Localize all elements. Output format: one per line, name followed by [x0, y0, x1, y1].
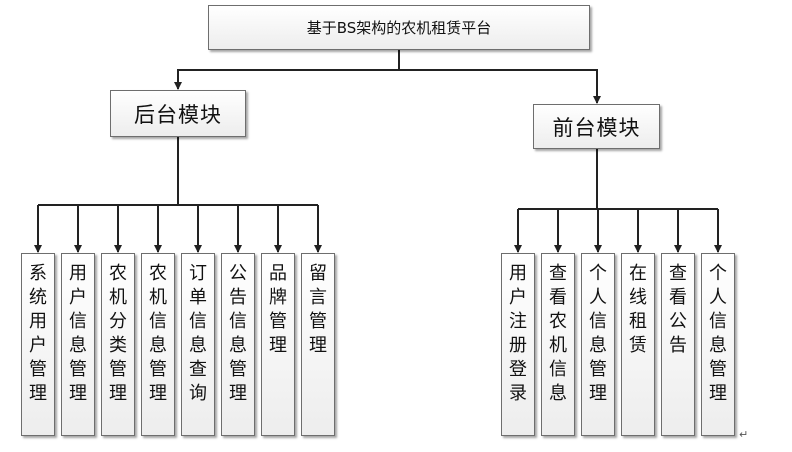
frontend-item-label: 查看农机信息 [549, 263, 567, 404]
frontend-module-title: 前台模块 [552, 115, 641, 140]
frontend-item-6: 个人信息管理 [701, 253, 735, 436]
frontend-item-label: 用户注册登录 [509, 263, 527, 404]
backend-item-label: 系统用户管理 [29, 263, 47, 404]
frontend-item-label: 在线租赁 [629, 263, 647, 356]
backend-item-label: 留言管理 [309, 263, 327, 356]
backend-module-node: 后台模块 [110, 90, 246, 137]
backend-item-4: 农机信息管理 [141, 253, 175, 436]
backend-item-3: 农机分类管理 [101, 253, 135, 436]
backend-item-label: 农机分类管理 [109, 263, 127, 404]
backend-item-label: 公告信息管理 [229, 263, 247, 404]
backend-item-2: 用户信息管理 [61, 253, 95, 436]
frontend-item-4: 在线租赁 [621, 253, 655, 436]
root-title: 基于BS架构的农机租赁平台 [306, 19, 492, 37]
frontend-item-label: 个人信息管理 [709, 263, 727, 404]
backend-item-label: 用户信息管理 [69, 263, 87, 404]
frontend-item-1: 用户注册登录 [501, 253, 535, 436]
paragraph-mark: ↵ [739, 428, 749, 441]
frontend-item-5: 查看公告 [661, 253, 695, 436]
backend-item-5: 订单信息查询 [181, 253, 215, 436]
frontend-item-3: 个人信息管理 [581, 253, 615, 436]
frontend-item-label: 查看公告 [669, 263, 687, 356]
root-node: 基于BS架构的农机租赁平台 [208, 5, 590, 50]
frontend-item-2: 查看农机信息 [541, 253, 575, 436]
backend-module-title: 后台模块 [134, 102, 222, 127]
backend-item-label: 品牌管理 [269, 263, 287, 356]
frontend-module-node: 前台模块 [533, 104, 660, 149]
frontend-item-label: 个人信息管理 [589, 263, 607, 404]
backend-item-7: 品牌管理 [261, 253, 295, 436]
backend-item-8: 留言管理 [301, 253, 335, 436]
backend-item-6: 公告信息管理 [221, 253, 255, 436]
backend-item-label: 订单信息查询 [189, 263, 207, 404]
backend-item-label: 农机信息管理 [149, 263, 167, 404]
backend-item-1: 系统用户管理 [21, 253, 55, 436]
